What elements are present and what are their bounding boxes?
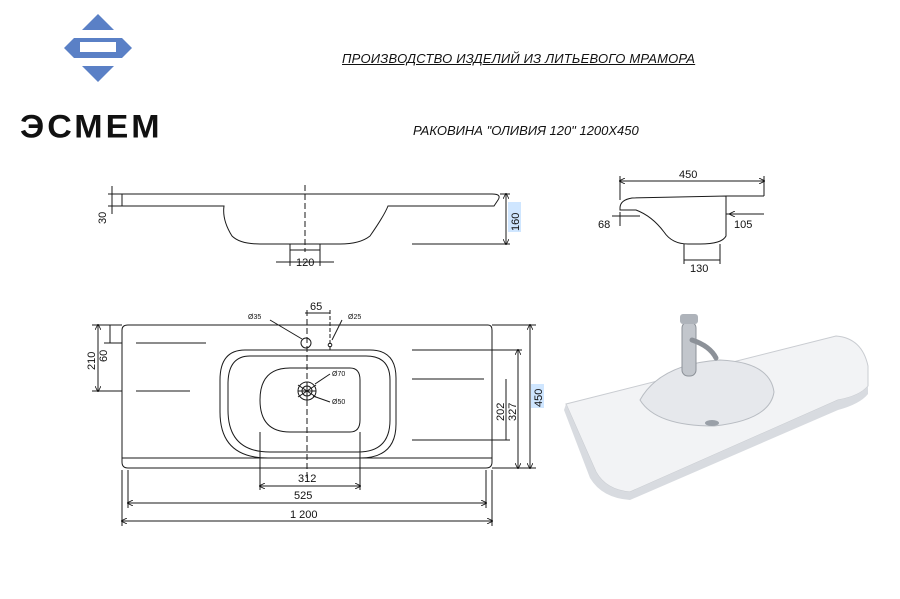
- left-faucet-distance-label: 60: [98, 350, 110, 362]
- bowl-outer-depth-label: 327: [507, 403, 519, 421]
- top-view: [92, 310, 536, 526]
- total-depth-label: 450: [533, 389, 545, 407]
- total-width-label: 1 200: [290, 509, 318, 521]
- outer-bowl-width-label: 525: [294, 490, 312, 502]
- faucet-hole-label: Ø35: [248, 314, 261, 321]
- drain-outer-label: Ø70: [332, 371, 345, 378]
- drain-inner-label: Ø50: [332, 399, 345, 406]
- product-title: РАКОВИНА "ОЛИВИЯ 120" 1200Х450: [413, 123, 639, 138]
- front-height-label: 160: [510, 213, 522, 231]
- front-thickness-label: 30: [97, 212, 109, 224]
- brand-logo: [0, 0, 200, 165]
- side-back-offset-label: 105: [734, 219, 752, 231]
- brand-wordmark: ЭСМЕМ: [20, 108, 163, 146]
- side-depth-label: 450: [679, 169, 697, 181]
- faucet-overflow-distance-label: 65: [310, 301, 322, 313]
- side-drain-offset-label: 130: [690, 263, 708, 275]
- overflow-hole-label: Ø25: [348, 314, 361, 321]
- depth-highlight: [531, 384, 544, 408]
- logo-mark-icon: [64, 14, 132, 82]
- front-drain-width-label: 120: [296, 257, 314, 269]
- height-highlight: [508, 202, 521, 232]
- page-subtitle: ПРОИЗВОДСТВО ИЗДЕЛИЙ ИЗ ЛИТЬЕВОГО МРАМОР…: [342, 51, 696, 66]
- side-view: [612, 176, 764, 264]
- bowl-inner-depth-label: 202: [495, 403, 507, 421]
- inner-bowl-width-label: 312: [298, 473, 316, 485]
- side-front-offset-label: 68: [598, 219, 610, 231]
- front-view: [108, 185, 510, 266]
- sink-photo-icon: [564, 314, 869, 500]
- left-bowl-distance-label: 210: [86, 352, 98, 370]
